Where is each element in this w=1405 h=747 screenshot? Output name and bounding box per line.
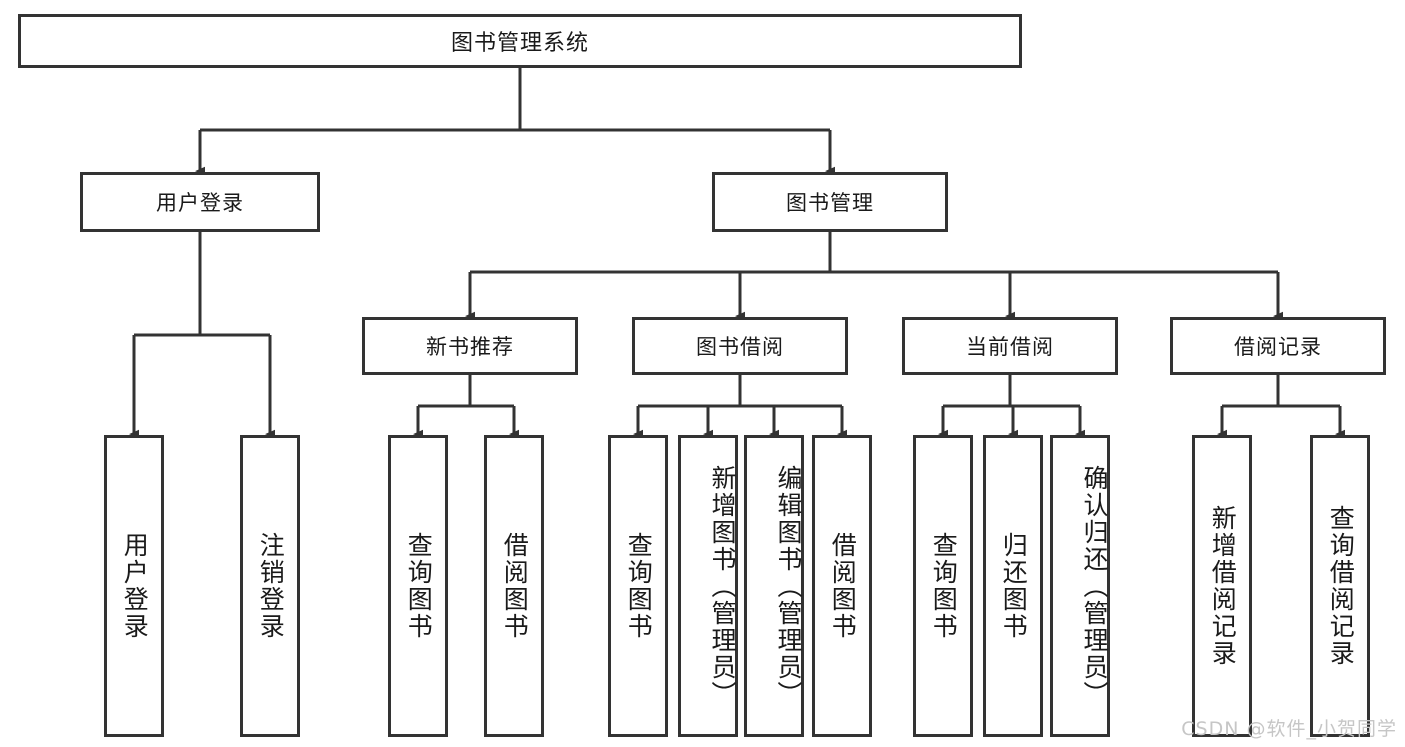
watermark-text: CSDN @软件_小贺同学 [1181,718,1397,740]
node-l-addrec[interactable]: 新增借阅记录 [1192,435,1252,737]
node-l-queryrec[interactable]: 查询借阅记录 [1310,435,1370,737]
node-label: 当前借阅 [966,335,1054,359]
node-label: 新增图书（管理员） [708,464,737,708]
node-label: 借阅图书 [828,532,858,640]
node-l-query2[interactable]: 查询图书 [608,435,668,737]
node-label: 借阅图书 [500,532,530,640]
node-label: 查询图书 [624,532,654,640]
node-l-return[interactable]: 归还图书 [983,435,1043,737]
node-label: 查询图书 [929,532,959,640]
node-l-borrow1[interactable]: 借阅图书 [484,435,544,737]
node-label: 查询借阅记录 [1326,505,1356,667]
node-label: 新增借阅记录 [1208,505,1238,667]
node-l-edit[interactable]: 编辑图书（管理员） [744,435,804,737]
node-label: 编辑图书（管理员） [774,464,803,708]
node-l-borrow2[interactable]: 借阅图书 [812,435,872,737]
node-label: 新书推荐 [426,335,514,359]
node-borrow[interactable]: 图书借阅 [632,317,848,375]
node-root[interactable]: 图书管理系统 [18,14,1022,68]
node-newbook[interactable]: 新书推荐 [362,317,578,375]
node-label: 查询图书 [404,532,434,640]
node-l-query1[interactable]: 查询图书 [388,435,448,737]
node-l-add[interactable]: 新增图书（管理员） [678,435,738,737]
node-label: 注销登录 [256,532,286,640]
node-current[interactable]: 当前借阅 [902,317,1118,375]
node-bookmgr[interactable]: 图书管理 [712,172,948,232]
node-label: 图书管理 [786,191,874,215]
node-l-confirm[interactable]: 确认归还（管理员） [1050,435,1110,737]
node-login[interactable]: 用户登录 [80,172,320,232]
node-label: 确认归还（管理员） [1080,464,1109,708]
edge-group [129,68,1345,439]
node-l-userlogin[interactable]: 用户登录 [104,435,164,737]
node-label: 用户登录 [120,532,150,640]
node-label: 图书管理系统 [450,31,589,56]
node-label: 图书借阅 [696,335,784,359]
node-label: 归还图书 [999,532,1029,640]
node-l-query3[interactable]: 查询图书 [913,435,973,737]
node-records[interactable]: 借阅记录 [1170,317,1386,375]
node-label: 用户登录 [156,191,244,215]
node-label: 借阅记录 [1234,335,1322,359]
node-l-logout[interactable]: 注销登录 [240,435,300,737]
